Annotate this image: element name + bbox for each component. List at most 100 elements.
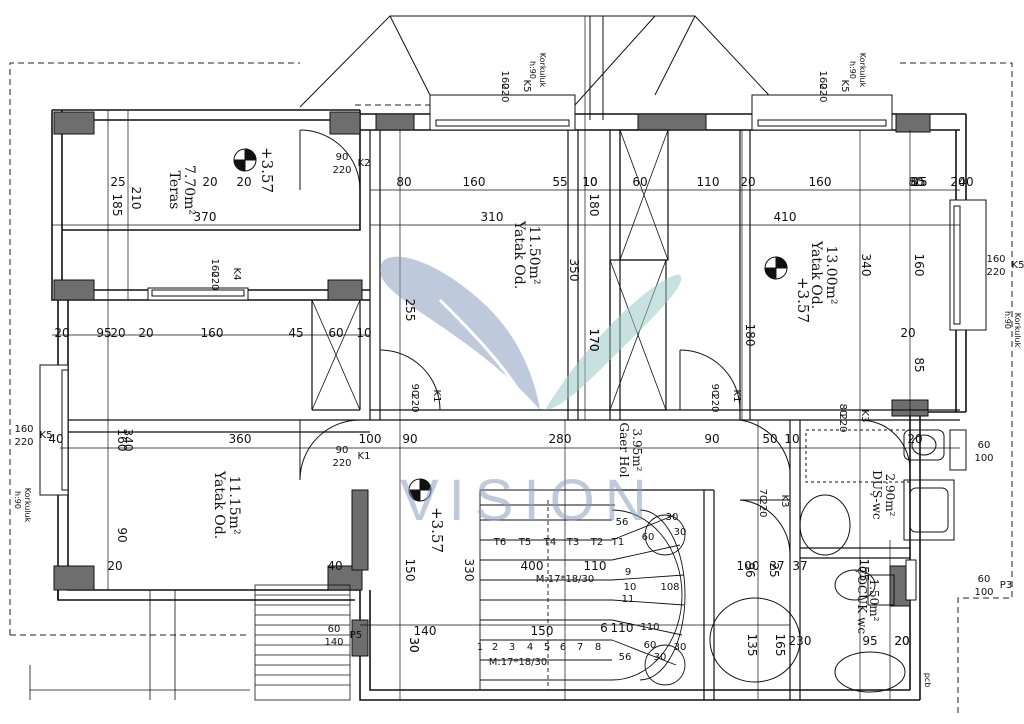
door-k3a-code: K3 xyxy=(859,410,870,423)
elevation-label: +3.57 xyxy=(428,507,446,553)
dimension-label: 10 xyxy=(356,326,371,340)
dimension-label: 90 xyxy=(704,432,719,446)
stair-step-label: T5 xyxy=(518,537,531,548)
door-k1a-width: 90 xyxy=(409,384,420,397)
dimension-label: 20 xyxy=(236,175,251,189)
stair-step-label: 2 xyxy=(492,642,498,653)
stair-step-label: 110 xyxy=(640,622,659,633)
stair-step-label: 60 xyxy=(644,640,657,651)
dimension-label: 20 xyxy=(900,326,915,340)
room-name-hol: Gaer Hol xyxy=(617,423,631,478)
window-k5a-height: 220 xyxy=(499,83,510,102)
stair-step-label: 1 xyxy=(477,642,483,653)
stair-step-label: 11 xyxy=(622,594,635,605)
stair-step-label: 8 xyxy=(595,642,601,653)
door-k1b-width: 90 xyxy=(709,384,720,397)
room-area-hol: 3.95m² xyxy=(630,429,644,472)
stair-step-label: 30 xyxy=(674,642,687,653)
pcb-label: pcb xyxy=(923,673,932,688)
watermark-logo: VISION xyxy=(380,256,682,533)
room-area-yatak3: 11.15m² xyxy=(226,476,242,535)
window-k5b-height: 220 xyxy=(817,83,828,102)
window-k4-width: 160 xyxy=(209,258,220,277)
door-k3b-width: 70 xyxy=(757,489,768,502)
dimension-label: 10 xyxy=(582,175,597,189)
dimension-label: 20 xyxy=(950,175,965,189)
window-p3b-height: 100 xyxy=(974,453,993,464)
door-k3a-height: 220 xyxy=(837,413,848,432)
window-k5c-width: 160 xyxy=(986,254,1005,265)
dimension-label: 20 xyxy=(907,432,922,446)
dimension-label: 150 xyxy=(403,559,417,582)
room-area-teras: 7.70m² xyxy=(181,165,197,215)
door-k3b-code: K3 xyxy=(779,495,790,508)
door-k1a-code: K1 xyxy=(431,390,442,403)
door-k2-height: 220 xyxy=(332,165,351,176)
door-k2-code: K2 xyxy=(358,158,371,169)
door-k3a-width: 80 xyxy=(837,404,848,417)
dimension-label: 95 xyxy=(96,326,111,340)
dimension-label: 85 xyxy=(910,175,925,189)
stair-step-label: 9 xyxy=(625,567,631,578)
stair-step-label: T1 xyxy=(611,537,624,548)
interior-walls xyxy=(68,129,960,700)
stair-step-label: T6 xyxy=(493,537,506,548)
dimension-label: 80 xyxy=(908,175,923,189)
dimension-label: 10 xyxy=(582,175,597,189)
windows xyxy=(39,94,987,601)
roof-outline xyxy=(299,15,781,120)
dimension-label: 80 xyxy=(396,175,411,189)
room-name-yatak1: Yatak Od. xyxy=(511,220,527,289)
railing-note: Korkuluk xyxy=(538,53,547,88)
room-area-wc: 1.50m² xyxy=(867,579,881,622)
stair-step-label: 3 xyxy=(509,642,515,653)
door-k1c-height: 220 xyxy=(332,458,351,469)
dimension-label: 230 xyxy=(789,634,812,648)
window-k4-height: 220 xyxy=(209,271,220,290)
watermark-text: VISION xyxy=(400,468,657,533)
dimension-label: 340 xyxy=(859,254,873,277)
dimension-label: 40 xyxy=(958,175,973,189)
dimension-label: 25 xyxy=(912,175,927,189)
window-k5d-height: 220 xyxy=(14,437,33,448)
dimension-label: 150 xyxy=(531,624,554,638)
dimension-label: 165 xyxy=(773,634,787,657)
window-k5d-code: K5 xyxy=(40,430,53,441)
stair-step-label: T2 xyxy=(590,537,603,548)
door-k1c-code: K1 xyxy=(358,451,371,462)
dimension-label: 20 xyxy=(54,326,69,340)
door-k3b-height: 220 xyxy=(757,498,768,517)
dimension-label: 20 xyxy=(740,175,755,189)
room-area-yatak2: 13.00m² xyxy=(823,246,839,305)
dimension-label: 60 xyxy=(328,326,343,340)
door-k1a-height: 220 xyxy=(409,393,420,412)
railing-note: Korkuluk xyxy=(858,53,867,88)
dimension-label: 100 xyxy=(737,559,760,573)
dimension-label: 25 xyxy=(767,562,781,577)
window-k5b-code: K5 xyxy=(839,80,850,93)
window-k5d-width: 160 xyxy=(14,424,33,435)
room-name-wc: ÇOCUK wc xyxy=(855,566,869,634)
railing-note: Korkuluk xyxy=(1013,313,1022,348)
dimension-label: 95 xyxy=(862,634,877,648)
dimension-label: 40 xyxy=(327,559,342,573)
window-p3a-code: P3 xyxy=(1000,580,1012,591)
stair-step-label: T4 xyxy=(543,537,556,548)
dimension-label: 20 xyxy=(894,634,909,648)
dimension-label: 6 xyxy=(600,621,608,635)
dimension-lines xyxy=(52,16,960,700)
bathroom-fixtures xyxy=(709,429,955,693)
window-p5-code: P5 xyxy=(350,630,362,641)
door-k1b-code: K1 xyxy=(731,390,742,403)
stair-note: M:17*18/30 xyxy=(489,657,548,668)
entrance-steps xyxy=(29,584,351,701)
stair-step-label: 10 xyxy=(624,582,637,593)
dimension-label: 155 xyxy=(857,559,871,582)
dimension-label: 160 xyxy=(912,254,926,277)
dimension-label: 110 xyxy=(584,559,607,573)
dimension-label: 45 xyxy=(288,326,303,340)
stair-step-label: 56 xyxy=(616,517,629,528)
dimension-label: 170 xyxy=(587,329,601,352)
